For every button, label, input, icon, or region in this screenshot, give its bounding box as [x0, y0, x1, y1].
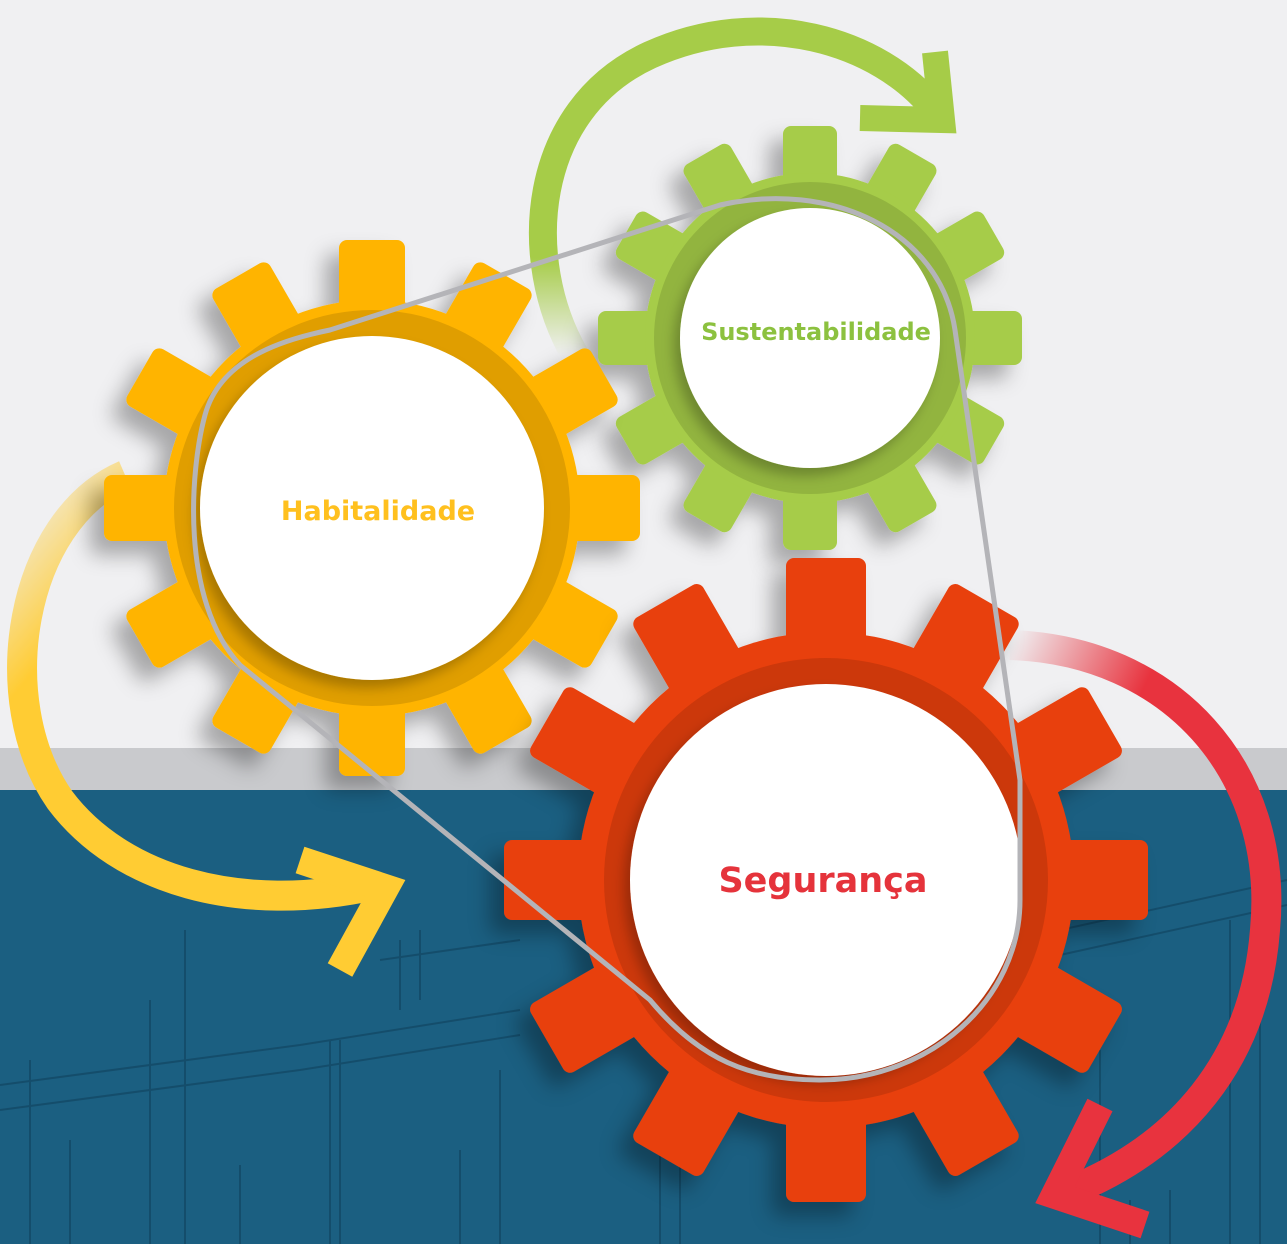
- green-arrowhead-icon: [859, 50, 957, 134]
- green-arrow: [529, 17, 947, 363]
- label-habitalidade: Habitalidade: [281, 496, 475, 527]
- gear-face: [680, 208, 940, 468]
- gear-tooth: [339, 696, 405, 776]
- gear-sustentabilidade: [598, 126, 1022, 550]
- label-seguranca: Segurança: [718, 861, 927, 901]
- scaffolding-illustration: [0, 879, 1287, 1244]
- gear-habitalidade: [104, 240, 640, 776]
- red-arrowhead-icon: [1035, 1098, 1150, 1239]
- gear-seguranca: [504, 558, 1148, 1202]
- drive-belt: [191, 196, 1023, 1083]
- gear-tooth: [786, 558, 866, 652]
- gear-tooth: [1054, 840, 1148, 920]
- gear-tooth: [339, 240, 405, 320]
- gear-face: [200, 336, 544, 680]
- gear-face: [630, 684, 1022, 1076]
- yellow-arrowhead-icon: [295, 846, 406, 977]
- gear-tooth: [560, 475, 640, 541]
- yellow-arrow: [7, 461, 379, 911]
- gear-tooth: [104, 475, 184, 541]
- gear-tooth: [786, 1108, 866, 1202]
- red-arrow: [1009, 630, 1282, 1210]
- label-sustentabilidade: Sustentabilidade: [701, 318, 931, 346]
